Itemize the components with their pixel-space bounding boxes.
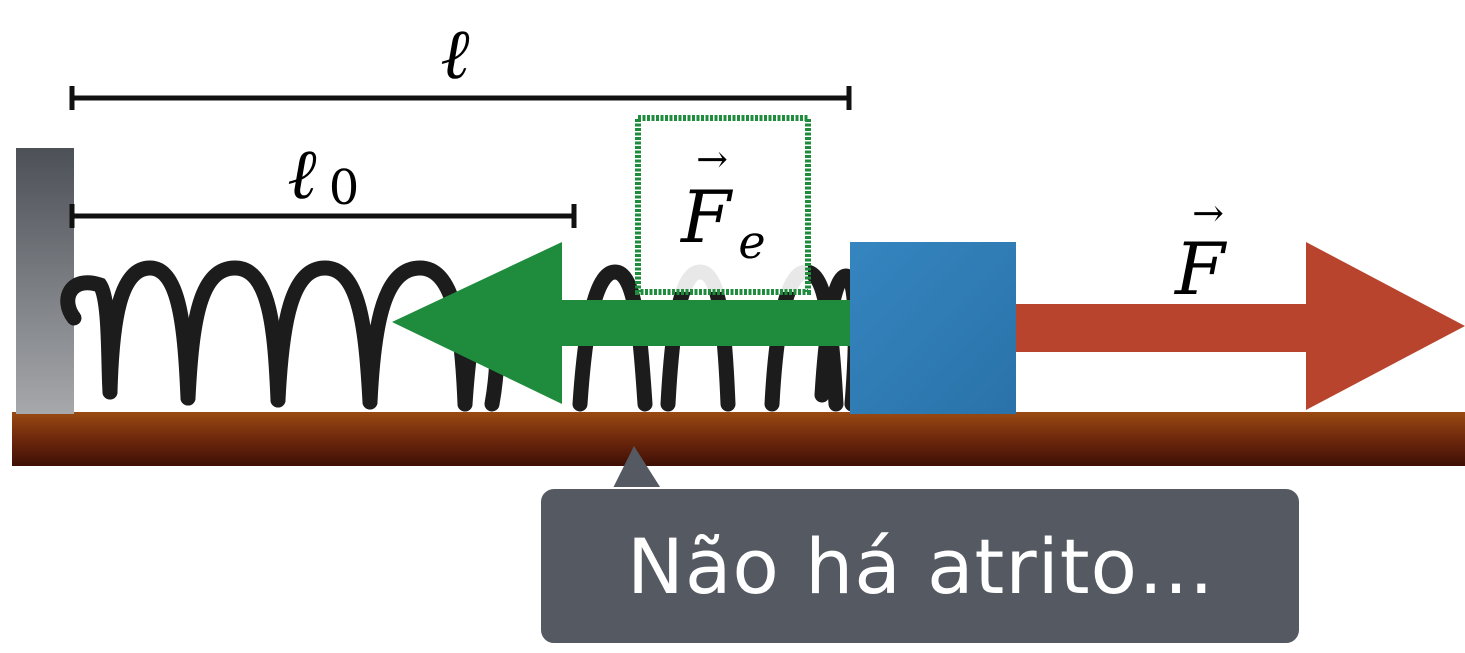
elastic-force-label-box <box>635 115 811 295</box>
natural-length-subscript: 0 <box>329 160 360 216</box>
wall <box>16 148 74 414</box>
callout-text: Não há atrito… <box>626 521 1215 611</box>
elastic-force-arrow <box>392 242 858 404</box>
applied-force-arrow <box>1016 242 1465 410</box>
applied-force-vector-arrow: → <box>1192 191 1224 235</box>
elastic-force-vector-arrow: → <box>696 137 728 181</box>
elastic-force-subscript: e <box>738 215 765 269</box>
length-label: ℓ <box>440 13 469 95</box>
callout-bubble <box>539 446 1301 645</box>
elastic-force-label: F <box>679 175 734 259</box>
block <box>850 242 1016 414</box>
applied-force-label: F <box>1173 227 1228 311</box>
floor <box>12 412 1465 466</box>
natural-length-dimension-line <box>69 204 577 228</box>
natural-length-label: ℓ <box>287 133 316 215</box>
length-dimension-line <box>69 86 852 110</box>
